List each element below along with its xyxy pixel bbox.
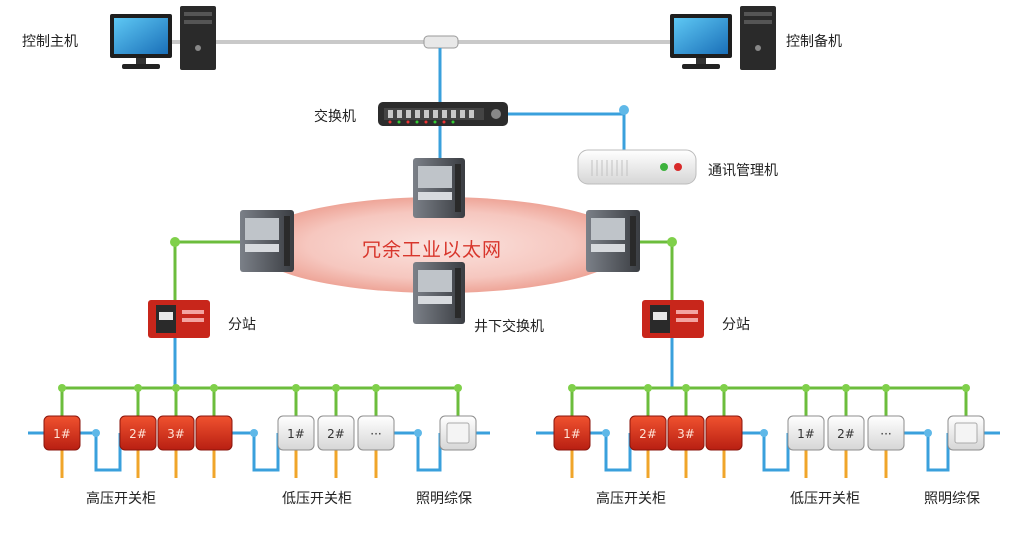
substation-left-label: 分站	[228, 317, 256, 333]
comm-manager-icon	[577, 149, 697, 185]
connector-node	[667, 237, 677, 247]
left-field-bus	[60, 386, 460, 416]
connector-node	[170, 237, 180, 247]
redundant-ethernet-ring	[250, 197, 630, 293]
left-high-voltage-label: 高压开关柜	[86, 491, 156, 507]
right-lv-unit-2: 2#	[837, 427, 855, 441]
left-signal-tails	[60, 450, 378, 478]
control-backup-computer-icon	[670, 6, 776, 70]
ring-switch-right-icon	[586, 210, 640, 272]
right-hv-unit-2: 2#	[639, 427, 657, 441]
right-hv-unit-3: 3#	[677, 427, 695, 441]
substation-right-label: 分站	[722, 317, 750, 333]
left-bus-nodes	[58, 384, 462, 392]
right-high-voltage-label: 高压开关柜	[596, 491, 666, 507]
link-ring-left-substation	[173, 240, 240, 300]
left-lv-unit-2: 2#	[327, 427, 345, 441]
ring-switch-left-icon	[240, 210, 294, 272]
left-lv-cabinets	[277, 415, 477, 451]
switch-icon	[378, 102, 508, 126]
substation-left-icon	[148, 300, 210, 338]
connector-node	[619, 105, 629, 115]
comm-manager-label: 通讯管理机	[708, 163, 778, 179]
control-backup-label: 控制备机	[786, 34, 842, 50]
left-hv-unit-2: 2#	[129, 427, 147, 441]
control-main-computer-icon	[110, 6, 216, 70]
left-power-line	[28, 431, 490, 472]
switch-label: 交换机	[314, 109, 356, 125]
right-signal-tails	[570, 450, 888, 478]
left-low-voltage-label: 低压开关柜	[282, 491, 352, 507]
control-main-label: 控制主机	[22, 34, 78, 50]
backbone-coupler	[423, 35, 459, 49]
right-low-voltage-label: 低压开关柜	[790, 491, 860, 507]
left-hv-unit-1: 1#	[53, 427, 71, 441]
left-power-nodes	[92, 429, 422, 437]
right-lv-unit-3: ···	[880, 427, 891, 441]
left-lv-unit-1: 1#	[287, 427, 305, 441]
ring-switch-bottom-icon	[413, 262, 465, 324]
link-switch-comm	[508, 112, 626, 150]
right-bus-nodes	[568, 384, 970, 392]
right-field-bus	[570, 386, 968, 416]
left-hv-unit-3: 3#	[167, 427, 185, 441]
left-lighting-label: 照明综保	[416, 491, 472, 507]
left-hv-cabinets	[43, 415, 233, 451]
right-power-nodes	[602, 429, 932, 437]
left-lv-unit-3: ···	[370, 427, 381, 441]
right-power-line	[536, 431, 1000, 472]
right-lighting-label: 照明综保	[924, 491, 980, 507]
ring-label: 冗余工业以太网	[362, 239, 503, 261]
right-hv-cabinets	[553, 415, 743, 451]
underground-switch-label: 井下交换机	[474, 319, 544, 335]
right-hv-unit-1: 1#	[563, 427, 581, 441]
right-lv-unit-1: 1#	[797, 427, 815, 441]
ring-switch-top-icon	[413, 158, 465, 218]
substation-right-icon	[642, 300, 704, 338]
link-ring-right-substation	[640, 240, 674, 300]
right-lv-cabinets	[787, 415, 985, 451]
